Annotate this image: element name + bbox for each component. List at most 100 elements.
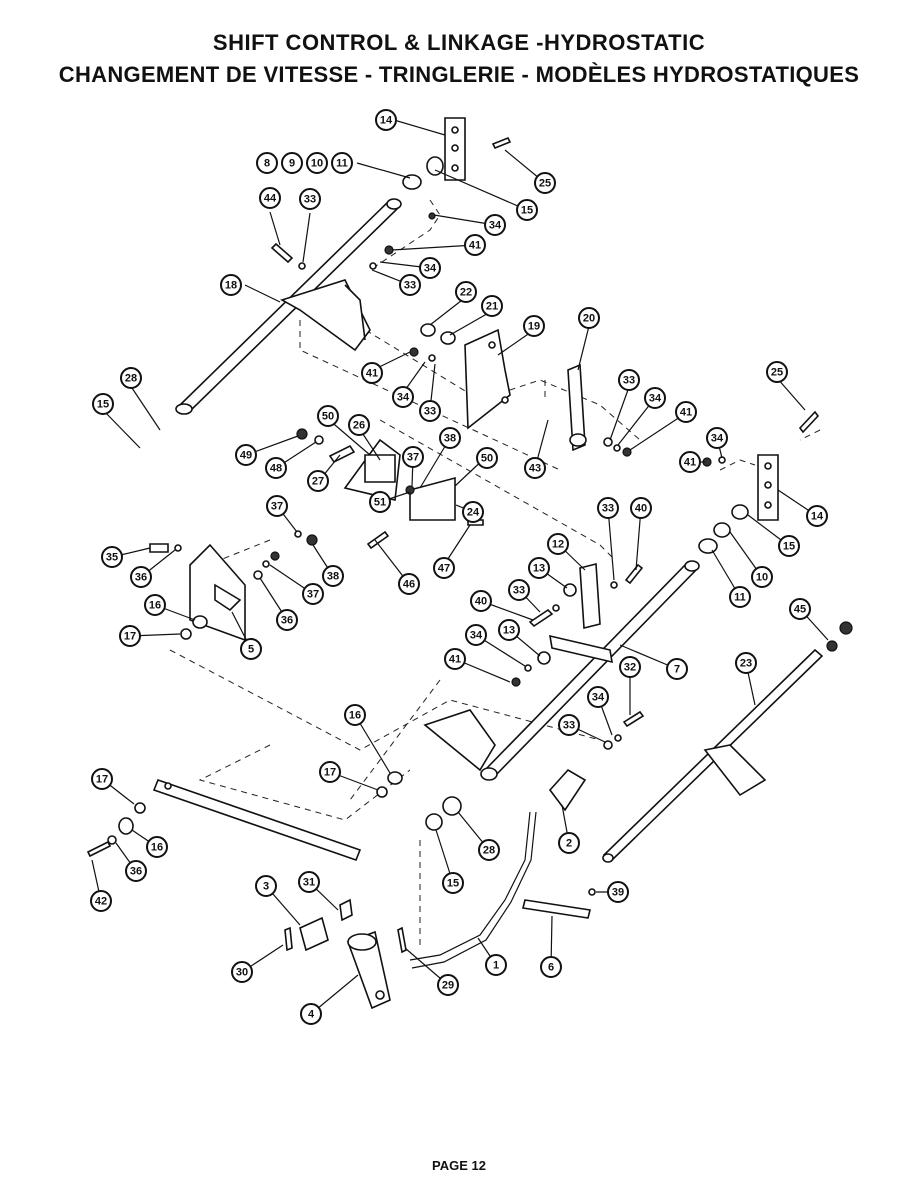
callout-number: 46 [403,579,415,591]
callout-circle [706,427,728,449]
callout-26: 26 [348,414,370,436]
callout-number: 23 [740,658,752,670]
callout-33: 33 [618,369,640,391]
callout-circle [465,624,487,646]
callout-11: 11 [331,152,353,174]
callout-36: 36 [276,609,298,631]
callout-2: 2 [558,832,580,854]
lower-left-hardware [86,771,462,858]
callout-circle [265,457,287,479]
callout-41: 41 [675,401,697,423]
callout-circle [361,362,383,384]
callout-number: 36 [130,866,142,878]
callout-1: 1 [485,954,507,976]
callout-circle [607,881,629,903]
callout-41: 41 [679,451,701,473]
callout-12: 12 [547,533,569,555]
callout-number: 34 [592,692,605,704]
callout-15: 15 [516,199,538,221]
callout-number: 25 [771,367,783,379]
callout-number: 47 [438,563,450,575]
callout-number: 14 [380,115,393,127]
callout-45: 45 [789,598,811,620]
middle-cross-shaft [423,560,700,781]
callout-15: 15 [778,535,800,557]
callout-39: 39 [607,881,629,903]
callout-42: 42 [90,890,112,912]
callout-number: 5 [248,644,254,656]
callout-49: 49 [235,444,257,466]
callout-15: 15 [92,393,114,415]
callout-circle [231,961,253,983]
callout-circle [534,172,556,194]
callout-number: 42 [95,896,107,908]
link-plate-upper [444,117,466,181]
callout-circle [516,199,538,221]
callout-number: 50 [322,411,334,423]
callout-number: 34 [711,433,724,445]
callout-36: 36 [130,566,152,588]
callout-number: 16 [151,842,163,854]
callout-33: 33 [399,274,421,296]
callout-number: 34 [489,220,502,232]
callout-circle [130,566,152,588]
callout-number: 20 [583,313,595,325]
callout-circle [302,583,324,605]
callout-circle [766,361,788,383]
callout-circle [120,367,142,389]
callout-circle [462,501,484,523]
callout-10: 10 [306,152,328,174]
callout-circle [540,956,562,978]
callout-16: 16 [144,594,166,616]
callout-circle [331,152,353,174]
callout-circle [281,152,303,174]
shift-plate [149,530,318,642]
callout-circle [307,470,329,492]
callout-47: 47 [433,557,455,579]
callout-46: 46 [398,573,420,595]
callout-14: 14 [375,109,397,131]
callout-number: 28 [125,373,137,385]
callout-number: 1 [493,960,499,972]
callout-circle [299,188,321,210]
callout-number: 37 [271,501,283,513]
callout-circle [679,451,701,473]
callout-number: 36 [281,615,293,627]
callout-10: 10 [751,566,773,588]
callout-circle [266,495,288,517]
page-subtitle-french: CHANGEMENT DE VITESSE - TRINGLERIE - MOD… [58,62,860,87]
callout-50: 50 [317,405,339,427]
callout-number: 41 [684,457,696,469]
pivot-lever [284,898,407,1010]
callout-number: 3 [263,881,269,893]
callout-circle [644,387,666,409]
callout-30: 30 [231,961,253,983]
callout-circle [485,954,507,976]
callout-number: 19 [528,321,540,333]
callout-circle [729,586,751,608]
callout-18: 18 [220,274,242,296]
callout-circle [619,656,641,678]
callout-circle [91,768,113,790]
callout-number: 16 [349,710,361,722]
callout-circle [402,446,424,468]
callout-17: 17 [119,625,141,647]
callout-circle [481,295,503,317]
callout-number: 28 [483,845,495,857]
callout-circle [558,832,580,854]
callout-28: 28 [478,839,500,861]
callout-circle [444,648,466,670]
callout-circle [666,658,688,680]
callout-17: 17 [319,761,341,783]
callout-circle [300,1003,322,1025]
callout-33: 33 [558,714,580,736]
callout-number: 40 [475,596,487,608]
callout-number: 7 [674,664,680,676]
callout-circle [675,401,697,423]
page-number: PAGE 12 [432,1158,486,1173]
callout-number: 9 [289,158,295,170]
callout-circle [240,638,262,660]
callout-number: 33 [513,585,525,597]
callout-number: 34 [397,392,410,404]
callout-25: 25 [766,361,788,383]
